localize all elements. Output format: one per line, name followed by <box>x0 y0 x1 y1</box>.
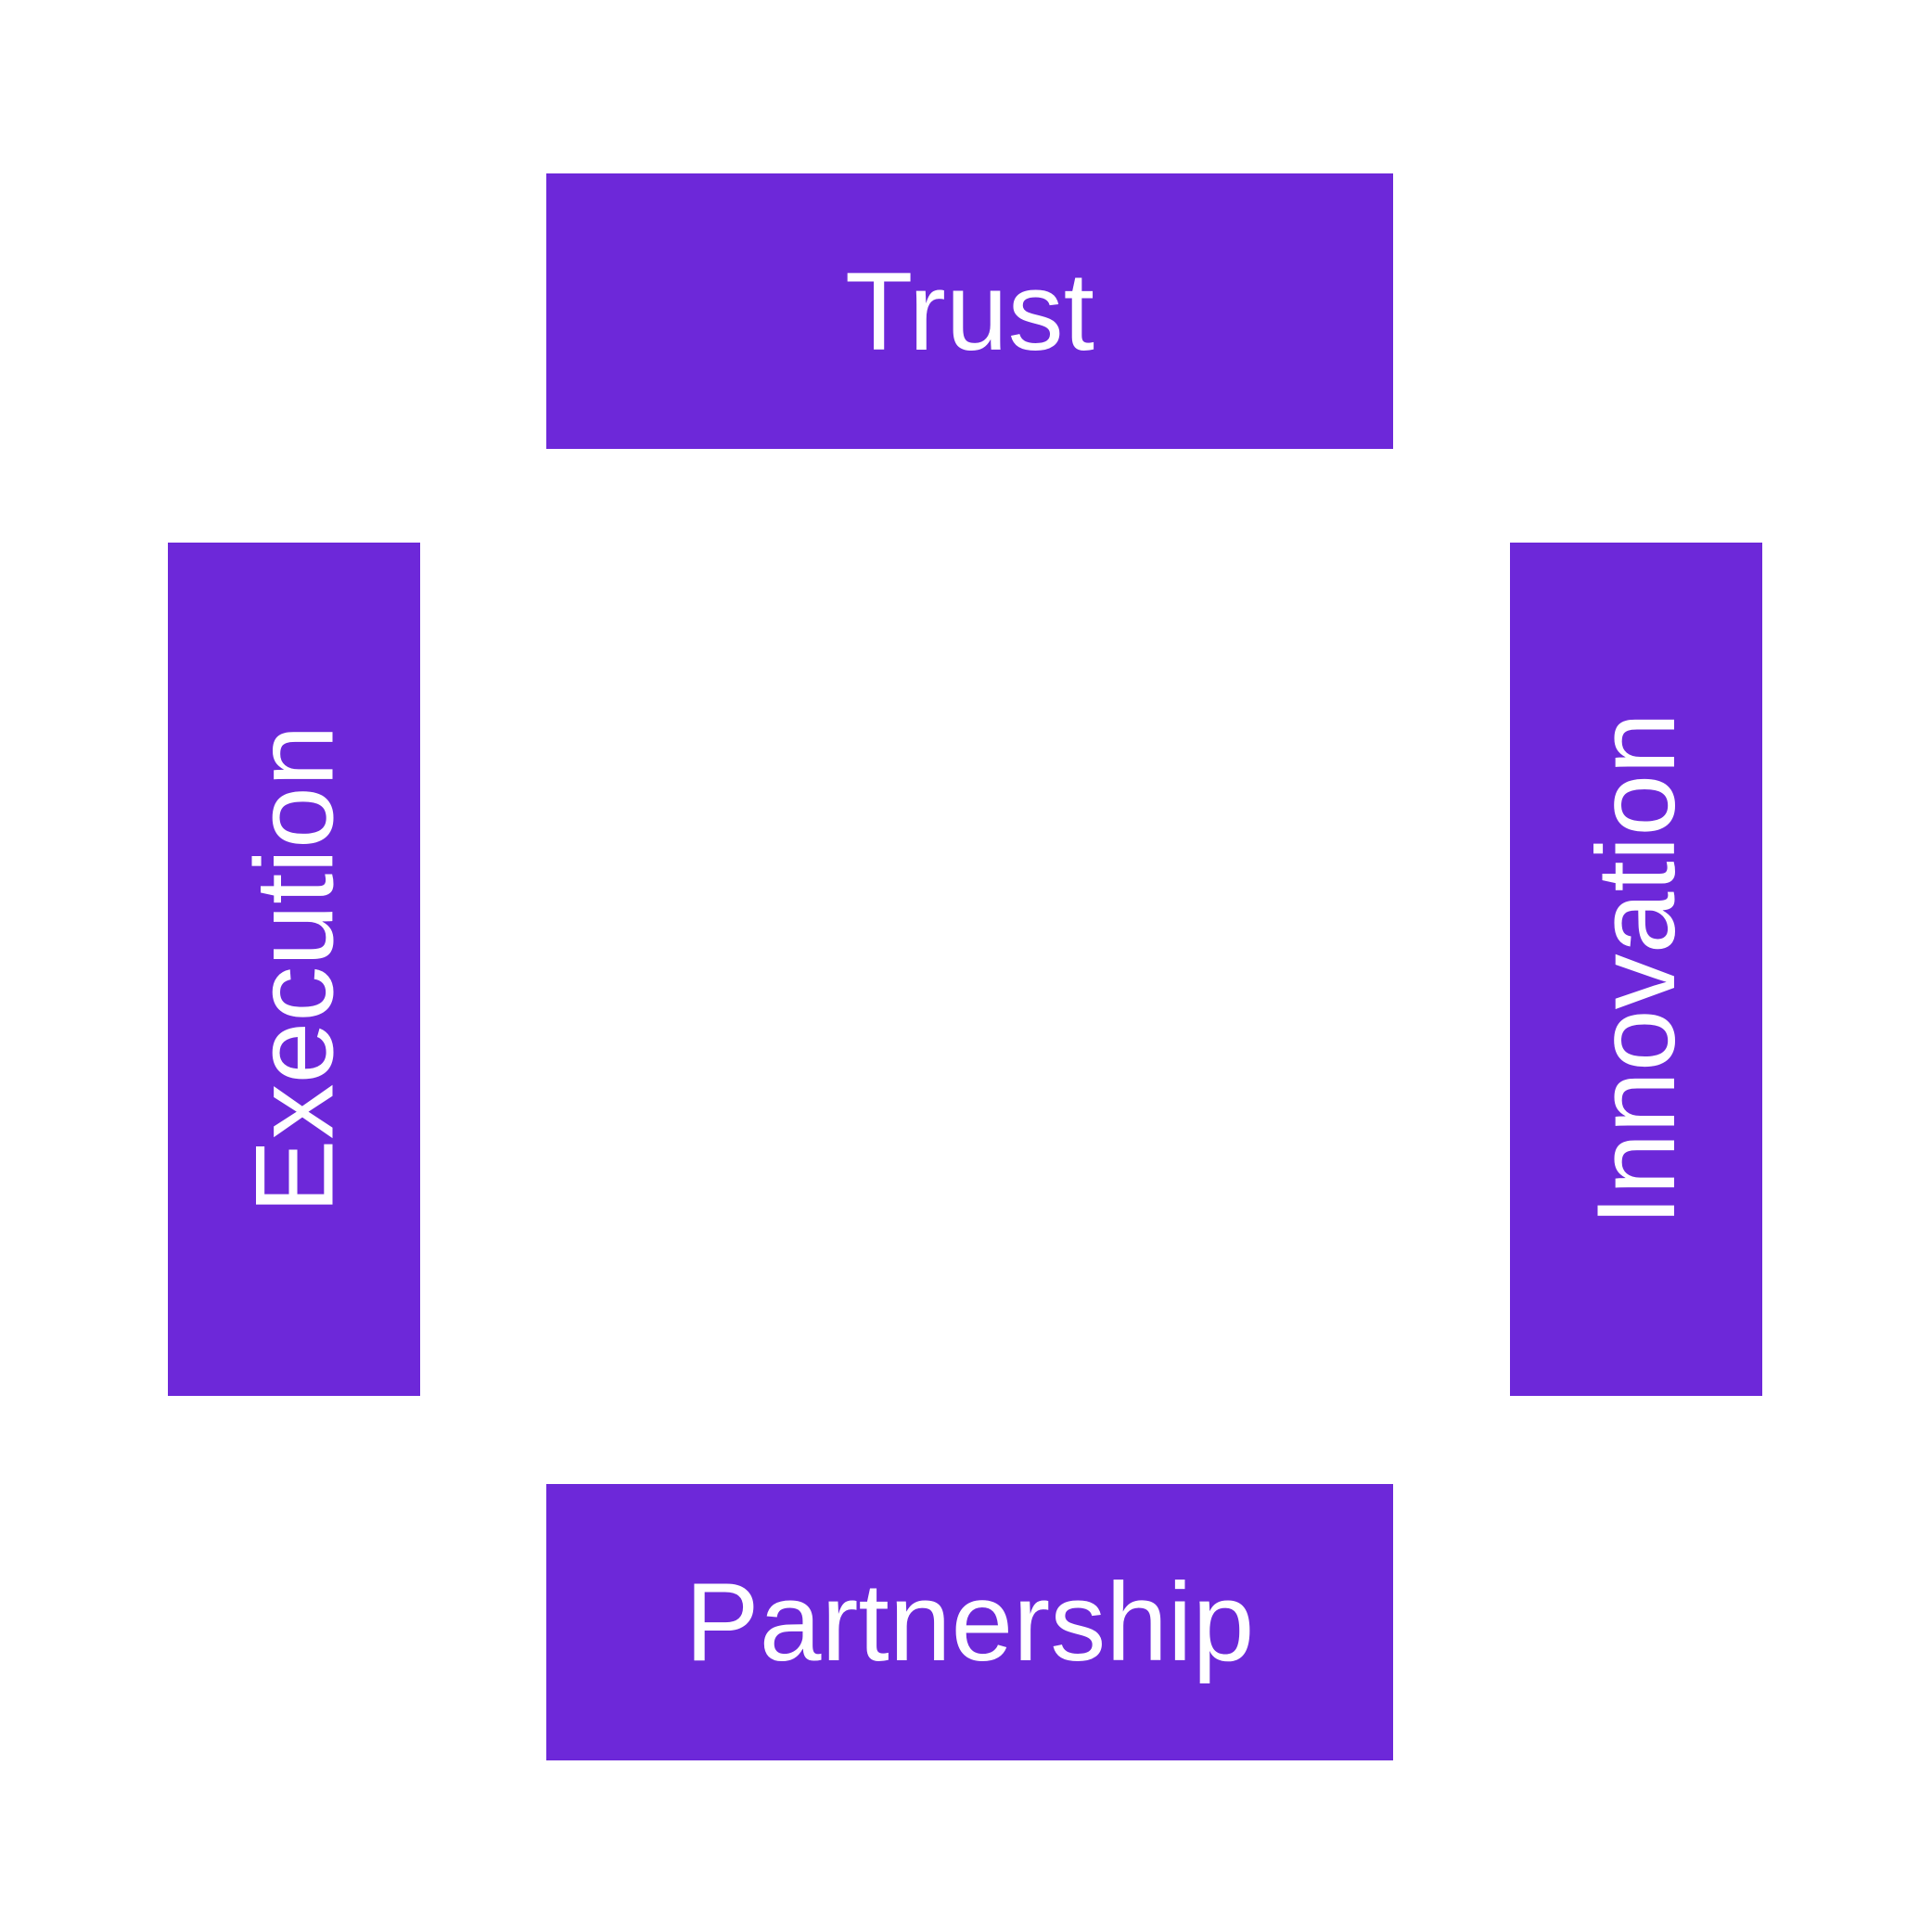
value-label-trust: Trust <box>845 249 1094 374</box>
value-label-innovation: Innovation <box>1574 712 1698 1226</box>
value-box-top: Trust <box>546 173 1393 449</box>
value-label-execution: Execution <box>232 724 356 1214</box>
value-box-left: Execution <box>168 543 420 1396</box>
value-box-bottom: Partnership <box>546 1484 1393 1760</box>
value-box-right: Innovation <box>1510 543 1762 1396</box>
value-label-partnership: Partnership <box>685 1560 1255 1684</box>
